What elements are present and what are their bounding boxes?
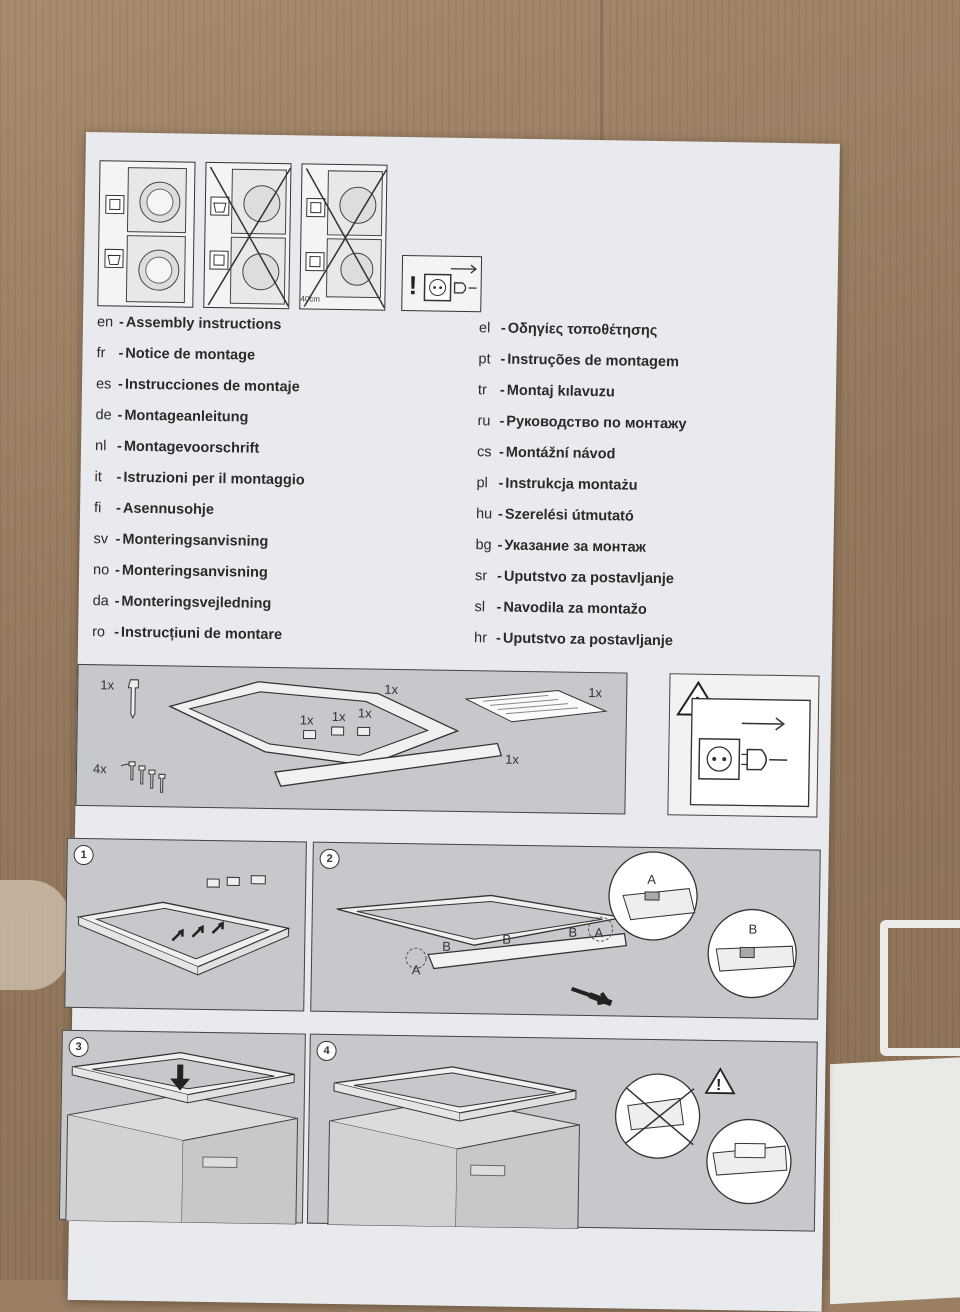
stack-wrong-figure-1 [203,162,291,309]
language-item-da: da-Monteringsvejledning [92,590,271,615]
language-item-no: no-Monteringsanvisning [93,559,268,584]
step-2-label-b-2: B [502,932,511,947]
white-plastic-bar [830,1056,960,1304]
plastic-clip-part [880,920,960,1056]
language-item-hu: hu-Szerelési útmutató [476,503,634,527]
warning-unplug-figure: ! [667,673,819,817]
language-item-fr: fr-Notice de montage [96,342,255,366]
language-item-es: es-Instrucciones de montaje [96,373,300,398]
step-2-figure: 2 A B B B A A B [310,842,821,1020]
step-4-warning-symbol: ! [716,1077,722,1094]
warning-plug-figure-top: ! [401,255,482,312]
instruction-sheet: 40cm ! en-Assembly instructions fr-Notic… [68,132,840,1312]
step-2-detail-label-b: B [748,922,757,937]
language-item-de: de-Montageanleitung [95,404,248,428]
language-item-sr: sr-Uputstvo za postavljanje [475,565,674,590]
step-2-label-a-right: A [594,925,603,940]
svg-text:!: ! [408,270,417,300]
language-item-el: el-Οδηγίες τοποθέτησης [479,317,658,342]
language-item-hr: hr-Uputstvo za postavljanje [474,627,673,652]
language-item-en: en-Assembly instructions [97,311,282,336]
parts-overview-figure: 1x 1x 1x 1x 1x 1x 1x 4x [75,664,627,815]
step-1-figure: 1 [64,838,307,1012]
language-item-ru: ru-Руководство по монтажу [477,410,686,435]
step-2-label-b-1: B [442,939,451,954]
small-screws-quantity: 4x [93,761,107,776]
step-2-label-a-left: A [412,962,421,977]
clip-quantity-3: 1x [358,705,372,720]
step-2-detail-label-a: A [647,872,656,887]
clip-quantity-2: 1x [332,709,346,724]
distance-label: 40cm [300,294,320,303]
language-item-tr: tr-Montaj kılavuzu [478,379,615,403]
language-item-pl: pl-Instrukcja montażu [476,472,637,497]
language-item-pt: pt-Instruções de montagem [478,348,679,373]
stack-ok-figure [97,160,195,307]
language-item-nl: nl-Montagevoorschrift [95,435,260,460]
language-item-it: it-Istruzioni per il montaggio [94,466,304,491]
language-item-sl: sl-Navodila za montažo [474,596,647,621]
screw-quantity: 1x [100,677,114,692]
language-item-sv: sv-Monteringsanvisning [93,528,268,553]
language-item-bg: bg-Указание за монтаж [475,534,646,559]
language-item-ro: ro-Instrucțiuni de montare [92,621,282,646]
tape-piece [0,880,70,990]
cardboard-flap-seam [600,0,603,140]
language-item-cs: cs-Montážní návod [477,441,616,465]
bar-quantity: 1x [505,752,519,767]
stack-wrong-figure-2: 40cm [299,163,387,310]
step-2-label-b-3: B [568,925,577,940]
frame-quantity: 1x [384,682,398,697]
language-item-fi: fi-Asennusohje [94,497,214,521]
step-4-figure: ! 4 [307,1034,818,1232]
manual-quantity: 1x [588,685,602,700]
clip-quantity-1: 1x [300,712,314,727]
step-3-figure: 3 [59,1030,306,1224]
